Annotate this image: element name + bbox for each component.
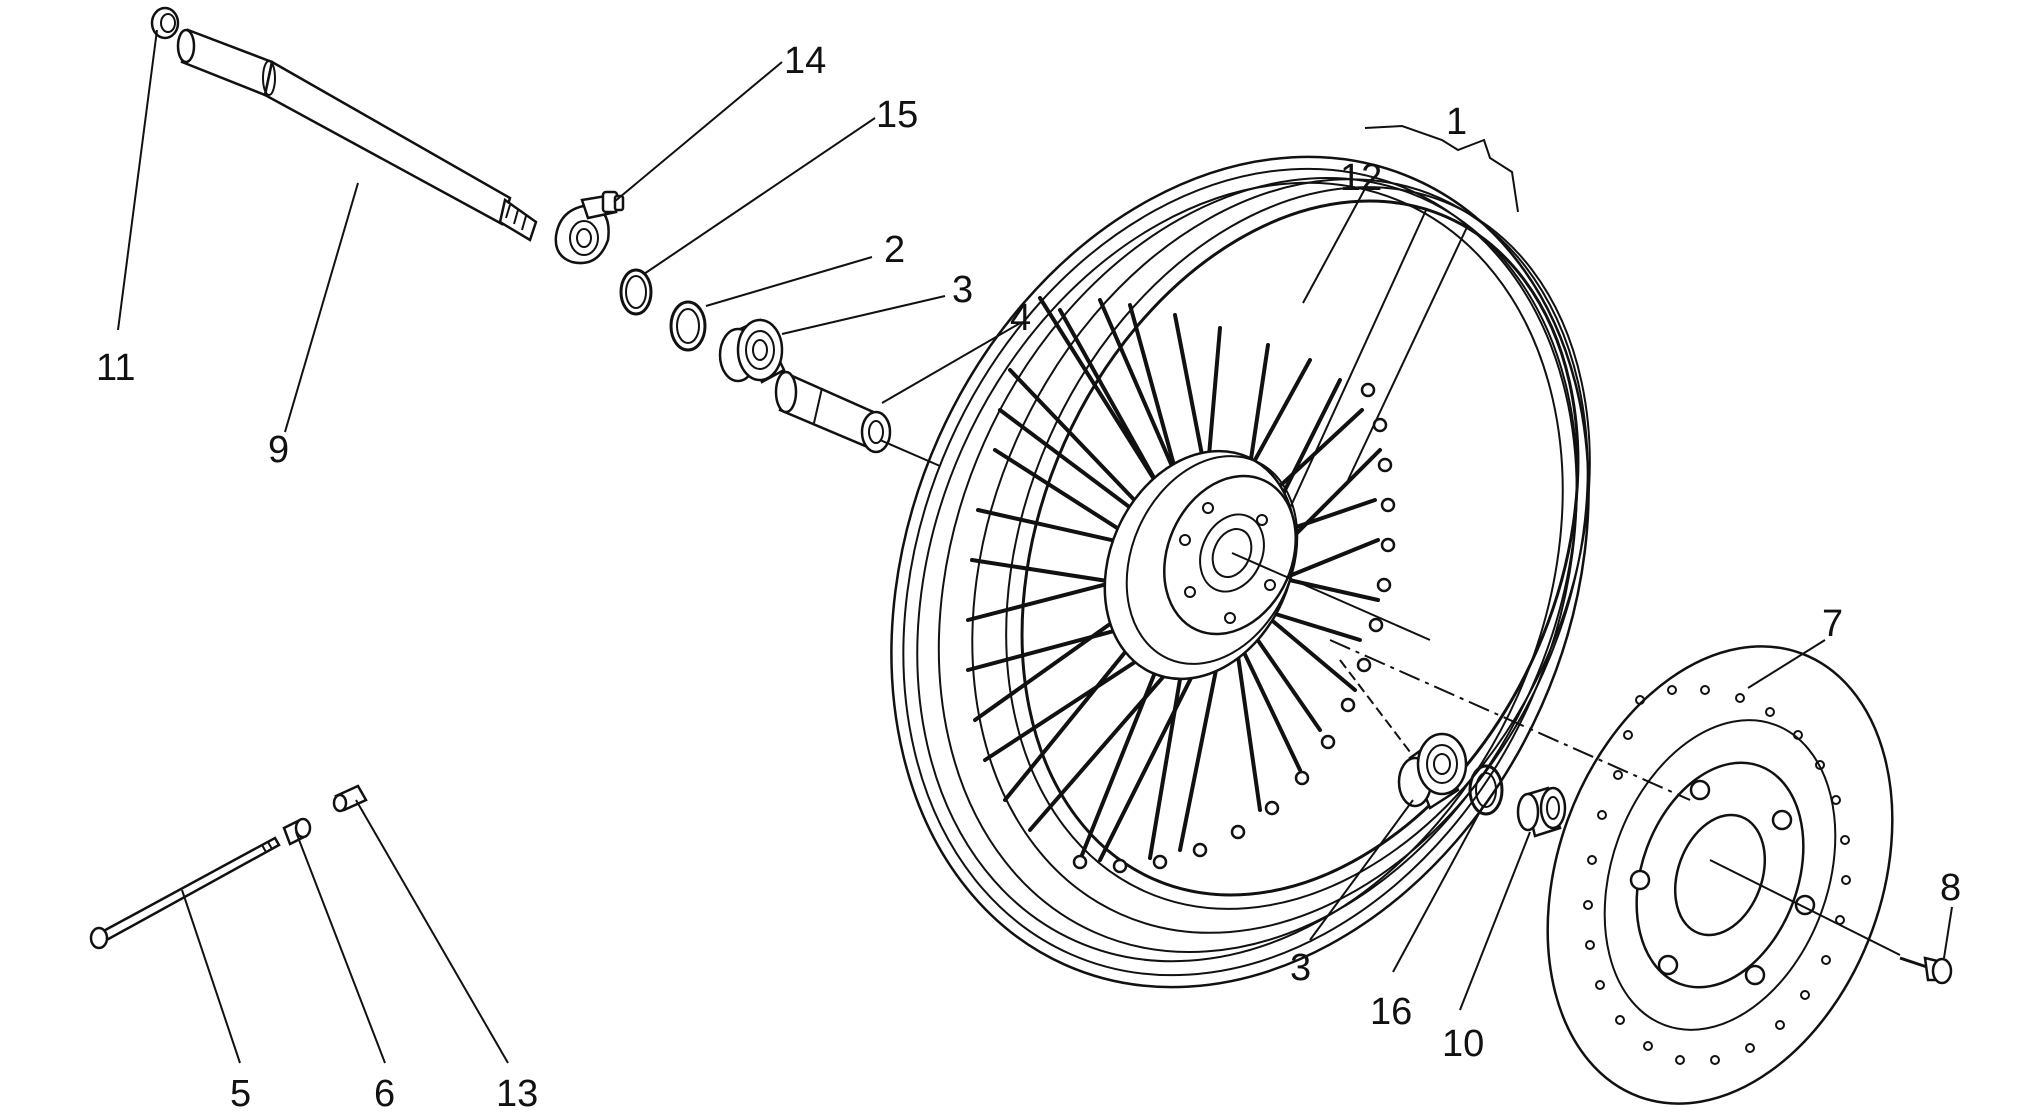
- callout-8: 8: [1940, 867, 1961, 909]
- callout-16: 16: [1370, 991, 1412, 1033]
- disc-holes: [1583, 685, 1851, 1065]
- disc-bolt-holes: [1629, 779, 1816, 986]
- speedometer-drive-part-14[interactable]: [554, 190, 625, 265]
- wheel-hub: [1103, 449, 1299, 681]
- callout-7: 7: [1822, 603, 1843, 645]
- callout-1: 1: [1446, 101, 1467, 143]
- callout-5: 5: [230, 1073, 251, 1113]
- spacer-part-10[interactable]: [1516, 786, 1567, 838]
- callout-3-lower: 3: [1290, 947, 1311, 989]
- leader-lines: [117, 29, 1953, 1064]
- seal-ring-part-2[interactable]: [669, 300, 707, 352]
- callout-2: 2: [884, 229, 905, 271]
- seal-part-16[interactable]: [1468, 764, 1504, 816]
- axle-part-9[interactable]: [150, 6, 538, 242]
- assembly-axis-centerline: [879, 439, 1901, 956]
- callout-15: 15: [876, 94, 918, 136]
- callout-12: 12: [1340, 157, 1382, 199]
- callout-9: 9: [268, 429, 289, 471]
- circlip-part-15[interactable]: [619, 268, 653, 316]
- bleed-screw-part-13[interactable]: [332, 784, 368, 813]
- callout-14: 14: [784, 40, 826, 82]
- callout-6: 6: [374, 1073, 395, 1113]
- spoke-nipples: [1072, 382, 1396, 874]
- callout-10: 10: [1442, 1023, 1484, 1065]
- callout-labels: 1 2 3 3 4 5 6 7 8 9 10 11 12 13 14 15 16: [96, 40, 1961, 1115]
- callout-13: 13: [496, 1073, 538, 1113]
- bolt-part-5[interactable]: [89, 836, 281, 950]
- nut-part-6[interactable]: [282, 817, 312, 846]
- callout-4: 4: [1010, 297, 1031, 339]
- brake-disc-part-7[interactable]: [1487, 598, 1953, 1113]
- bearing-part-3-lower[interactable]: [1397, 732, 1468, 810]
- bearing-part-3-upper[interactable]: [718, 318, 786, 384]
- callout-11: 11: [96, 347, 135, 389]
- disc-bolt-part-8[interactable]: [1899, 956, 1953, 985]
- spacer-part-4[interactable]: [774, 370, 892, 454]
- callout-3-upper: 3: [952, 269, 973, 311]
